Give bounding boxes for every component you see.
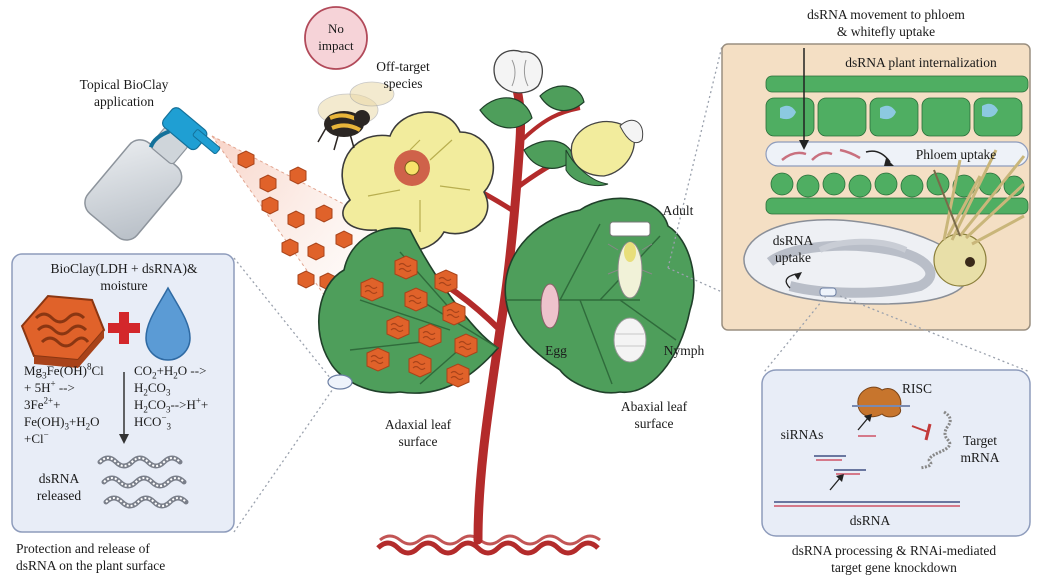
carbonic-acid-equation: CO2+H2O --> H2CO3 H2CO3-->H++ HCO−3	[134, 363, 209, 432]
internalization-label: dsRNA plant internalization	[845, 55, 997, 70]
no-impact-badge	[304, 6, 368, 70]
nymph-label: Nymph	[663, 343, 705, 358]
nymph-icon	[613, 317, 647, 363]
adaxial-leaf	[318, 227, 500, 394]
bee-icon	[317, 81, 395, 151]
movement-label: dsRNA movement to phloem& whitefly uptak…	[807, 7, 965, 39]
adult-label: Adult	[662, 203, 694, 218]
bioclay-particle-icon	[20, 294, 106, 368]
cotton-flower	[341, 111, 494, 252]
risc-label: RISC	[901, 381, 932, 396]
spray-bottle-icon	[84, 107, 221, 241]
rnai-panel	[761, 369, 1031, 537]
egg-label: Egg	[545, 343, 567, 358]
adult-whitefly-icon	[607, 221, 653, 299]
cotton-plant	[317, 49, 695, 556]
dsrna-bottom-label: dsRNA	[849, 513, 891, 528]
egg-icon	[540, 283, 560, 329]
abaxial-leaf	[504, 197, 695, 394]
zoom-connector-bottom	[763, 295, 1031, 373]
sirnas-label: siRNAs	[780, 427, 824, 442]
phloem-uptake-label: Phloem uptake	[915, 147, 997, 162]
zoom-connector-right	[667, 45, 723, 293]
water-drop-icon	[145, 286, 191, 361]
ldh-dissolution-equation: Mg3Fe(OH)8Cl + 5H+ --> 3Fe2++ Fe(OH)3+H2…	[24, 361, 104, 446]
release-arrow	[119, 372, 129, 444]
whitefly-cutaway-icon	[743, 149, 1026, 305]
phloem-panel	[721, 43, 1031, 331]
bioclay-label: BioClay(LDH + dsRNA)&moisture	[50, 261, 198, 293]
zoom-connector-left	[233, 257, 336, 533]
plus-icon	[108, 312, 140, 344]
